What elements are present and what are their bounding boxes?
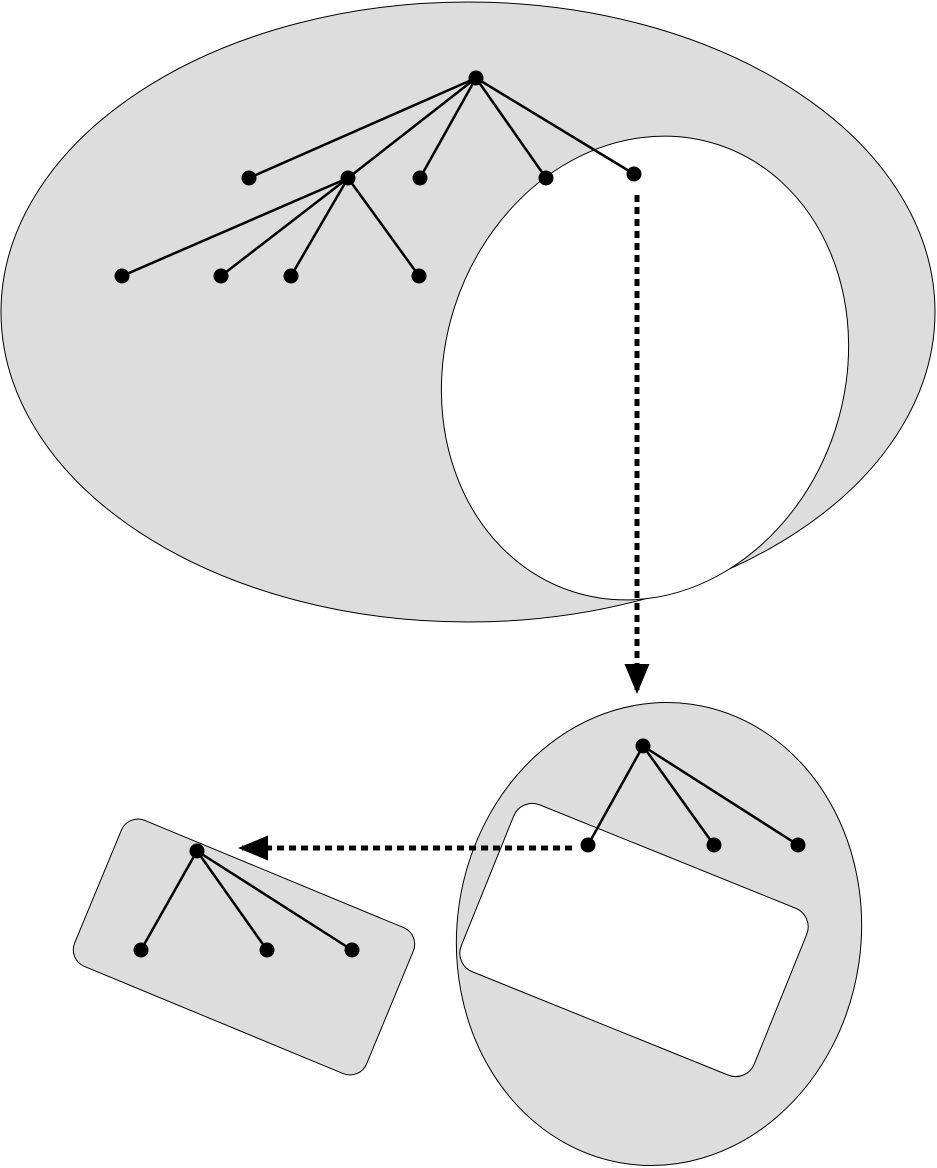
tree-edge bbox=[120, 176, 350, 278]
tree-leaf-node bbox=[344, 942, 360, 958]
tree-leaf-node bbox=[411, 268, 427, 284]
tree-edge bbox=[195, 849, 354, 952]
tree-leaf-node bbox=[213, 268, 229, 284]
tree-leaf-node bbox=[283, 268, 299, 284]
medium-region-hole bbox=[459, 802, 809, 1078]
tree-edge bbox=[139, 849, 199, 952]
tree-node bbox=[538, 170, 554, 186]
tree-edge bbox=[586, 744, 645, 847]
large-region bbox=[0, 1, 936, 623]
tree-edge bbox=[641, 744, 800, 847]
tree-edge bbox=[418, 76, 478, 180]
tree-root-node bbox=[468, 70, 484, 86]
medium-tree bbox=[580, 738, 806, 853]
tree-edge bbox=[474, 76, 548, 180]
tree-edge bbox=[474, 76, 636, 176]
tree-edge bbox=[346, 176, 421, 278]
tree-leaf-node bbox=[790, 837, 806, 853]
tree-edge bbox=[247, 76, 478, 180]
tree-edge bbox=[641, 744, 716, 847]
links bbox=[237, 195, 650, 861]
small-tree bbox=[133, 843, 360, 958]
tree-node bbox=[241, 170, 257, 186]
tree-node bbox=[340, 170, 356, 186]
tree-node-linked bbox=[580, 837, 596, 853]
tree-edge bbox=[219, 176, 350, 278]
tree-leaf-node bbox=[133, 942, 149, 958]
large-tree bbox=[114, 70, 642, 284]
small-region bbox=[72, 818, 416, 1076]
tree-edge bbox=[346, 76, 478, 180]
tree-leaf-node bbox=[114, 268, 130, 284]
medium-region bbox=[455, 702, 863, 1166]
tree-edge bbox=[195, 849, 269, 952]
small-rect-region bbox=[72, 818, 416, 1076]
tree-node-linked bbox=[626, 166, 642, 182]
tree-leaf-node bbox=[259, 942, 275, 958]
large-region-hole bbox=[440, 135, 850, 601]
tree-root-node bbox=[635, 738, 651, 754]
tree-leaf-node bbox=[706, 837, 722, 853]
tree-root-node bbox=[189, 843, 205, 859]
tree-node bbox=[412, 170, 428, 186]
tree-edge bbox=[289, 176, 350, 278]
